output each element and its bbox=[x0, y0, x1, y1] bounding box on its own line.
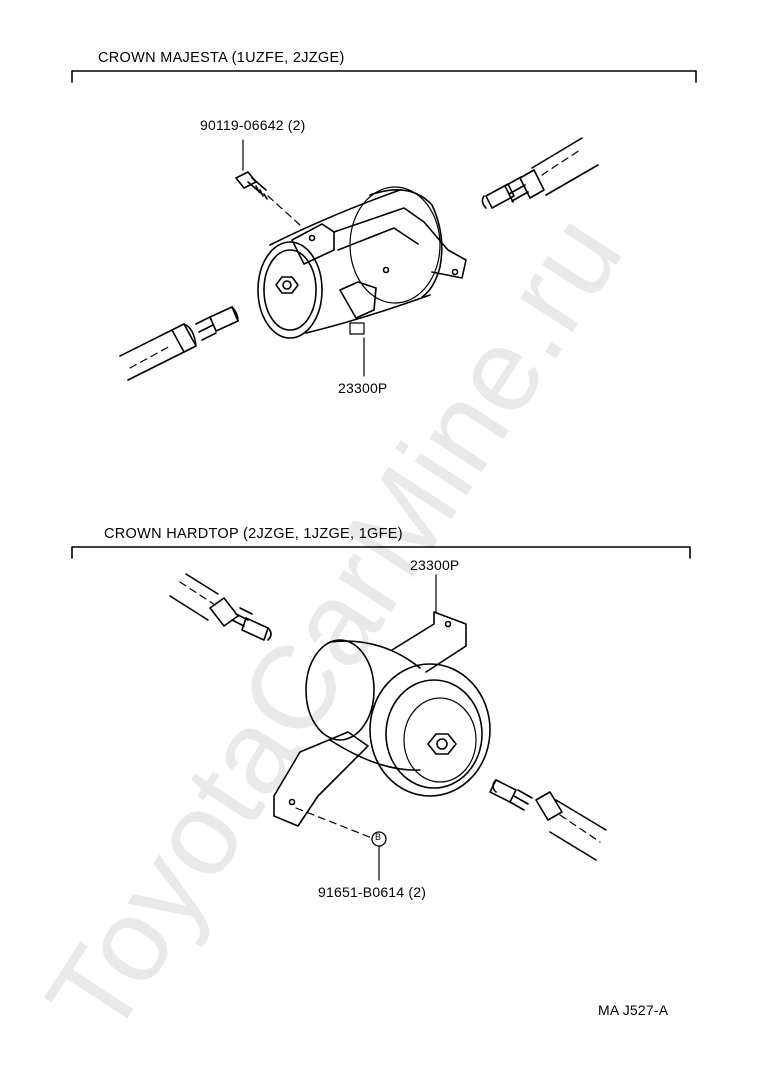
section-2-nut-part-number: 91651-B0614 (2) bbox=[318, 884, 427, 900]
section-1-bolt bbox=[235, 139, 301, 226]
section-2-filter-part-number: 23300P bbox=[410, 557, 460, 573]
section-2-fuel-hose-outlet bbox=[489, 779, 607, 861]
section-2-bracket-line bbox=[71, 546, 691, 559]
section-1-fuel-filter bbox=[257, 186, 467, 377]
section-1-bracket-line bbox=[71, 70, 697, 83]
diagram-code: MA J527-A bbox=[598, 1002, 669, 1018]
section-1-title: CROWN MAJESTA (1UZFE, 2JZGE) bbox=[98, 50, 345, 66]
section-1-fuel-hose-outlet bbox=[481, 137, 599, 209]
section-1-bolt-part-number: 90119-06642 (2) bbox=[200, 117, 306, 133]
section-1-fuel-hose-inlet bbox=[119, 306, 239, 381]
section-2-title: CROWN HARDTOP (2JZGE, 1JZGE, 1GFE) bbox=[104, 526, 403, 542]
section-2-fuel-filter bbox=[273, 574, 491, 881]
section-2-nut-marker: B bbox=[375, 832, 382, 842]
section-2-fuel-hose-inlet bbox=[169, 573, 272, 641]
section-1-filter-part-number: 23300P bbox=[338, 380, 388, 396]
